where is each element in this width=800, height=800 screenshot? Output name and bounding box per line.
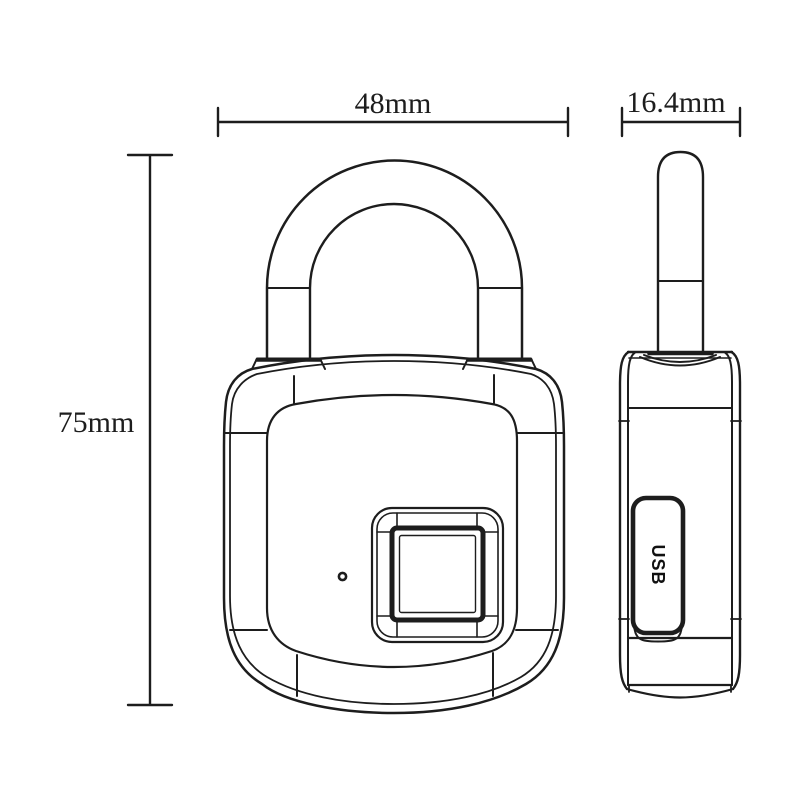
side-body-bottom-outer <box>625 687 735 699</box>
face-panel-outline <box>265 393 519 669</box>
side-body-left-inner <box>627 351 636 686</box>
front-view <box>222 159 566 715</box>
side-body-right-inner <box>724 351 733 686</box>
side-body <box>618 350 742 699</box>
face-panel-side-seams <box>293 374 495 405</box>
body-outer-outline <box>222 353 566 715</box>
shell-seam-lines <box>223 432 565 631</box>
side-body-bottom-corner-ticks <box>628 684 732 693</box>
width-dimension: 48mm <box>216 87 570 138</box>
side-saddle-arcs <box>639 354 721 367</box>
side-body-right-outer <box>730 350 742 691</box>
depth-dimension-label: 16.4mm <box>626 86 725 119</box>
depth-dimension: 16.4mm <box>620 86 742 138</box>
bottom-band-dividers <box>296 652 494 697</box>
face-panel <box>265 374 519 669</box>
sensor-bezel-outer <box>370 506 505 644</box>
depth-dimension-line <box>620 106 742 138</box>
side-shackle-bar <box>639 150 721 367</box>
height-dimension-line <box>126 153 174 707</box>
usb-port-outline <box>630 495 686 636</box>
height-dimension: 75mm <box>58 153 174 707</box>
sensor-bezel-inner <box>376 512 499 638</box>
usb-port: USB <box>630 495 686 643</box>
side-edge-tick-marks <box>618 420 742 620</box>
side-shackle-outline <box>656 150 705 354</box>
fingerprint-sensor <box>370 506 505 644</box>
width-dimension-label: 48mm <box>355 87 432 120</box>
shackle <box>265 159 524 360</box>
sensor-square <box>389 525 486 623</box>
usb-port-label: USB <box>648 544 668 585</box>
led-indicator <box>337 571 348 582</box>
shackle-inner-edge <box>308 202 480 360</box>
body-shell <box>222 353 566 715</box>
shackle-outer-edge <box>265 159 524 360</box>
side-body-left-outer <box>618 350 630 691</box>
usb-port-lip <box>633 621 683 643</box>
sensor-square-inner <box>398 534 477 614</box>
sensor-corner-lines <box>376 512 499 638</box>
width-dimension-line <box>216 106 570 138</box>
body-inner-outline <box>229 360 557 705</box>
side-view: USB <box>618 150 742 699</box>
height-dimension-label: 75mm <box>58 406 135 439</box>
